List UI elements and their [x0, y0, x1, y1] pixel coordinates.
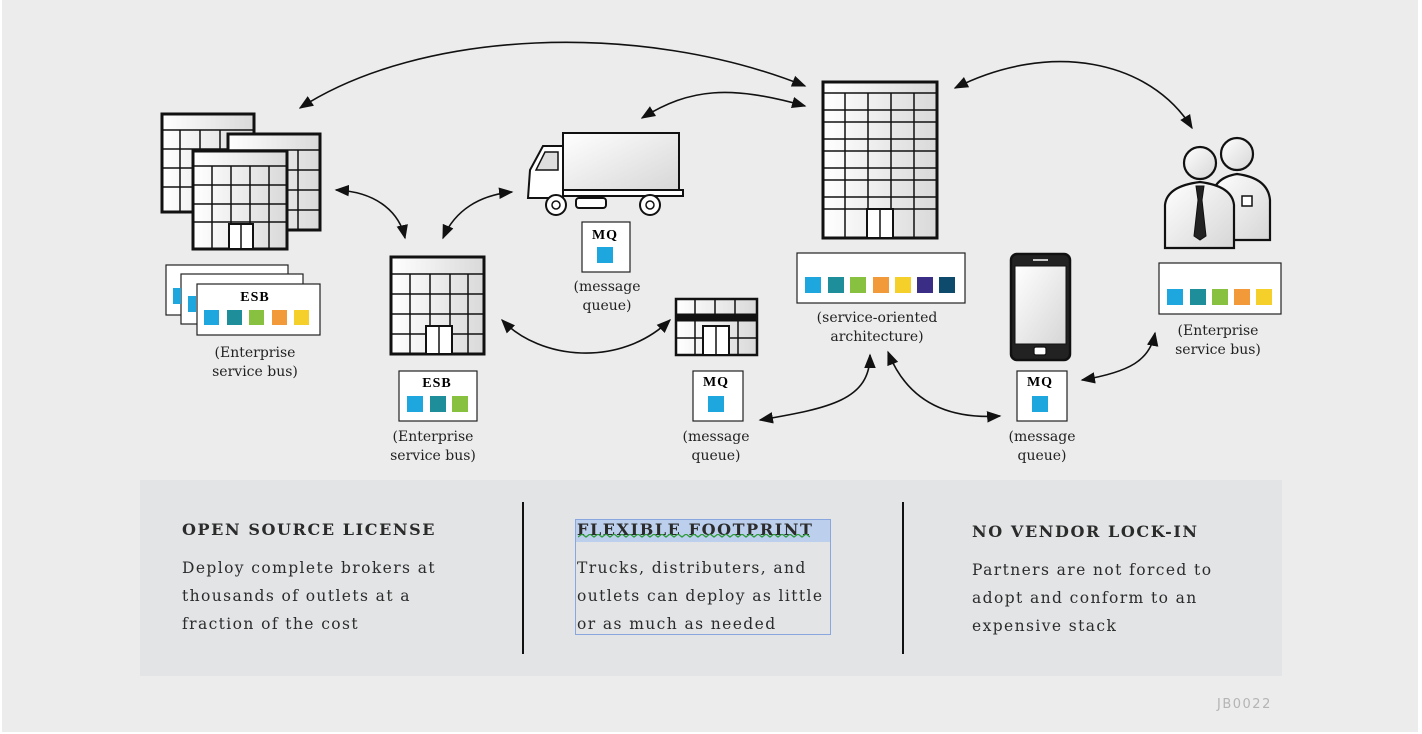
connector-arrows	[298, 41, 1193, 424]
truck-icon	[526, 132, 684, 216]
outlet-caption: (message queue)	[682, 429, 750, 464]
arrow-distributor-to-truck	[442, 187, 514, 240]
partner-esb-label: ESB	[240, 290, 269, 305]
arrow-hq-to-partners	[953, 60, 1193, 130]
arrow-truck-to-hq	[640, 91, 807, 119]
distributor-caption: (Enterprise service bus)	[390, 429, 476, 464]
figure-id: JB0022	[1217, 697, 1272, 712]
feature-text-no-vendor-lock-in: Partners are not forced to adopt and con…	[972, 561, 1213, 635]
partner-esb-colors	[204, 310, 309, 325]
arrow-distributor-to-outlet	[501, 318, 672, 354]
text-selection-box[interactable]	[575, 519, 831, 635]
truck-mq-color	[597, 247, 613, 263]
feature-divider	[522, 502, 524, 654]
arrow-hq-to-mobile	[887, 350, 1002, 423]
distributor-building	[389, 255, 486, 356]
feature-title-flexible-footprint[interactable]: FLEXIBLE FOOTPRINT	[577, 520, 814, 539]
mobile-phone-icon	[1009, 252, 1072, 362]
feature-title-open-source: OPEN SOURCE LICENSE	[182, 520, 437, 539]
arrow-campus-to-distributor	[334, 184, 408, 240]
features-panel	[140, 480, 1282, 676]
outlet-mq-card	[692, 370, 744, 422]
truck-caption: (message queue)	[573, 279, 641, 314]
arrow-outlet-to-hq	[758, 353, 876, 424]
partners-esb-card	[1158, 262, 1282, 315]
partners-caption: (Enterprise service bus)	[1175, 323, 1261, 358]
mobile-mq-color	[1032, 396, 1048, 412]
building-front	[191, 149, 289, 251]
arrow-campus-to-hq	[298, 41, 807, 109]
partner-campus-caption: (Enterprise service bus)	[212, 345, 298, 380]
outlet-mq-color	[708, 396, 724, 412]
feature-title-no-vendor-lock-in: NO VENDOR LOCK-IN	[972, 522, 1199, 541]
hq-soa-colors	[805, 277, 955, 293]
outlet-mq-label: MQ	[703, 375, 729, 390]
mobile-caption: (message queue)	[1008, 429, 1076, 464]
partner-campus-buildings	[160, 112, 322, 251]
feature-divider	[902, 502, 904, 654]
distributor-esb-colors	[407, 396, 468, 412]
text-selection-highlight	[576, 520, 830, 542]
headquarters-caption: (service-oriented architecture)	[816, 310, 938, 345]
mobile-mq-label: MQ	[1027, 375, 1053, 390]
partners-esb-colors	[1167, 289, 1272, 305]
truck-mq-label: MQ	[592, 228, 618, 243]
feature-text-open-source: Deploy complete brokers at thousands of …	[182, 559, 436, 633]
feature-text-flexible-footprint[interactable]: Trucks, distributers, and outlets can de…	[577, 559, 824, 633]
headquarters-building	[821, 80, 939, 240]
partners-people-icon	[1163, 136, 1272, 250]
outlet-store	[674, 297, 759, 357]
arrow-mobile-to-partners	[1080, 331, 1159, 384]
spellcheck-underline	[578, 534, 810, 538]
distributor-esb-label: ESB	[422, 376, 451, 391]
